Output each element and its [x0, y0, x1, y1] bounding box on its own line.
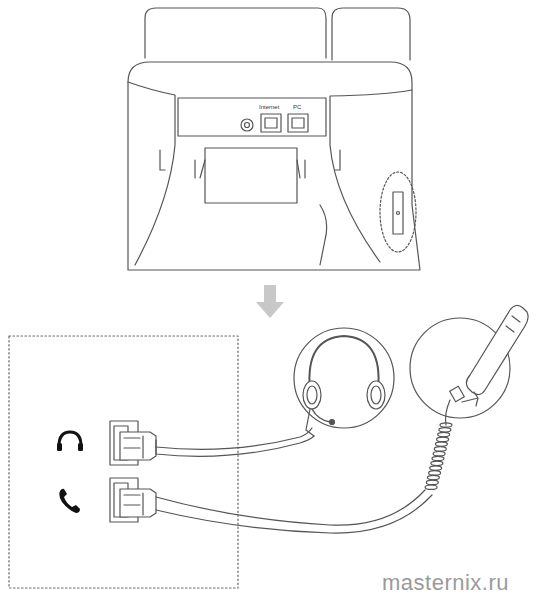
handset-plug: [120, 489, 156, 517]
watermark: masternix.ru: [382, 572, 509, 594]
coil-cord: [425, 423, 452, 490]
coil-turn: [439, 428, 451, 432]
internet-port: [261, 114, 281, 132]
coil-turn: [429, 471, 441, 475]
enlargement-box: [9, 336, 238, 588]
headset-band: [309, 336, 378, 390]
phone-body: [128, 62, 420, 270]
handset-cord-top: [446, 400, 451, 425]
side-jacks-callout: [380, 172, 416, 252]
handset-plug: [450, 386, 465, 401]
headset-icon-ear: [78, 443, 83, 451]
headset-plug-detail: [124, 436, 143, 458]
body-contour-left: [128, 82, 175, 265]
wall-mount-hooks: [160, 150, 340, 170]
coil-turn: [435, 442, 447, 446]
headset-cord: [306, 409, 314, 436]
headset-earcup: [303, 381, 321, 409]
power-jack: [241, 119, 253, 131]
headset-mic-boom: [312, 409, 330, 422]
headset-earcup: [367, 381, 385, 409]
coil-turn: [433, 452, 445, 456]
port-label: PC: [293, 104, 301, 110]
handset-plug-detail: [124, 493, 143, 515]
handset-icon: [59, 489, 80, 513]
arrow-down: [256, 285, 284, 318]
body-contour-right: [330, 90, 412, 262]
coil-turn: [425, 485, 437, 489]
handset: [466, 305, 528, 394]
coil-turn: [426, 480, 438, 484]
coil-turn: [427, 475, 439, 479]
coil-turn: [432, 456, 444, 460]
label-recess: [205, 148, 297, 203]
headset-icon: [59, 432, 81, 446]
power-jack-pin: [245, 123, 250, 128]
handset-cable-edge: [156, 495, 432, 533]
handset-back: [332, 8, 410, 60]
coil-turn: [437, 437, 449, 441]
headset-earcup-inner: [307, 386, 317, 404]
pc-port-inner: [292, 118, 304, 128]
coil-turn: [431, 461, 443, 465]
headset-icon-ear: [57, 443, 62, 451]
coil-turn: [430, 466, 442, 470]
phone-stand-top: [145, 8, 326, 58]
insert-arrow: [462, 392, 478, 406]
pc-port: [288, 114, 308, 132]
coil-turn: [438, 432, 450, 436]
internet-port-inner: [265, 118, 277, 128]
side-jack-dot: [397, 212, 400, 215]
headset-cable-edge: [156, 428, 312, 449]
headset-earcup-inner: [371, 386, 381, 404]
stand-slots: [195, 160, 305, 178]
headset-plug: [120, 432, 156, 460]
handset-grille: [506, 316, 520, 332]
headset-mic: [330, 420, 335, 425]
coil-turn: [434, 447, 446, 451]
port-label: Internet: [259, 104, 279, 110]
port-panel: [178, 98, 326, 136]
handset-cable: [156, 490, 425, 525]
side-jacks: [393, 192, 403, 234]
handset-cord-stub: [320, 205, 327, 265]
